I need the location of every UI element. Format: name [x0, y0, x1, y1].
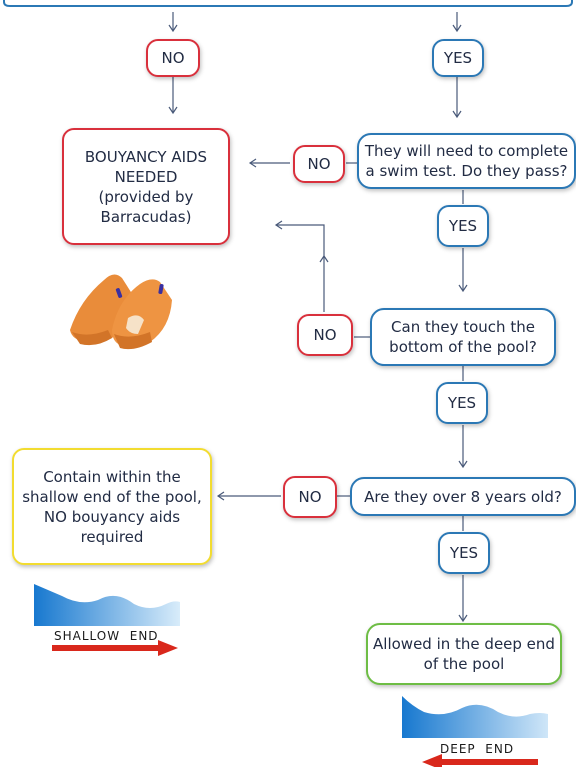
deep-end-label: DEEP END — [440, 742, 515, 756]
yes-pill-top: YES — [432, 39, 484, 77]
no-label: NO — [313, 326, 337, 344]
yes-label: YES — [443, 49, 473, 67]
buoyancy-aids-text: BOUYANCY AIDS NEEDED (provided by Barrac… — [84, 147, 208, 226]
armbands-illustration — [70, 274, 172, 350]
shallow-end-label: SHALLOW END — [54, 629, 159, 643]
swim-test-text: They will need to complete a swim test. … — [364, 142, 569, 180]
deep-end-graphic — [402, 696, 548, 767]
age-yes-pill: YES — [438, 532, 490, 574]
age-question-text: Are they over 8 years old? — [364, 487, 562, 506]
age-question: Are they over 8 years old? — [350, 477, 576, 516]
touch-bottom-text: Can they touch the bottom of the pool? — [389, 318, 537, 356]
shallow-end-box: Contain within the shallow end of the po… — [12, 448, 212, 565]
buoyancy-aids-box: BOUYANCY AIDS NEEDED (provided by Barrac… — [62, 128, 230, 245]
deep-end-text: Allowed in the deep end of the pool — [373, 635, 555, 673]
connector-lines — [168, 12, 468, 623]
touch-bottom-question: Can they touch the bottom of the pool? — [370, 308, 556, 366]
swim-test-yes-pill: YES — [437, 205, 489, 247]
top-box-edge — [3, 0, 573, 7]
yes-label: YES — [449, 544, 479, 562]
yes-label: YES — [447, 394, 477, 412]
shallow-end-graphic — [34, 584, 180, 656]
touch-bottom-yes-pill: YES — [436, 382, 488, 424]
deep-end-box: Allowed in the deep end of the pool — [366, 623, 562, 685]
no-label: NO — [298, 488, 322, 506]
age-no-pill: NO — [283, 476, 337, 518]
no-pill-top: NO — [146, 39, 200, 77]
no-label: NO — [161, 49, 185, 67]
yes-label: YES — [448, 217, 478, 235]
swim-test-no-pill: NO — [293, 145, 345, 183]
swim-test-question: They will need to complete a swim test. … — [357, 133, 576, 189]
shallow-end-text: Contain within the shallow end of the po… — [22, 467, 202, 546]
no-label: NO — [307, 155, 331, 173]
touch-bottom-no-pill: NO — [297, 314, 353, 356]
